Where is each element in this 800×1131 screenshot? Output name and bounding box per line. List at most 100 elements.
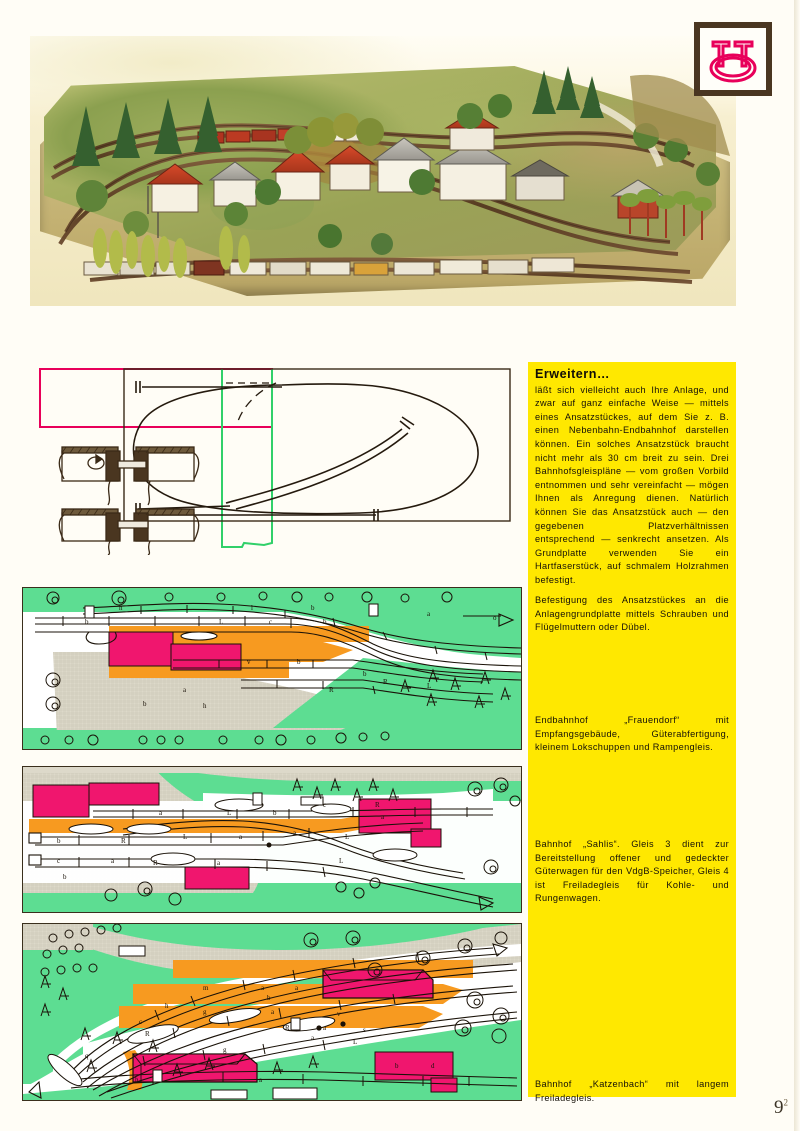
ansatzstueck-outline (221, 369, 273, 548)
svg-text:a: a (159, 809, 163, 817)
tt-logo-mark (709, 40, 757, 83)
svg-text:a: a (239, 833, 243, 841)
svg-text:a: a (183, 686, 187, 694)
svg-text:a: a (111, 857, 115, 865)
svg-text:a: a (381, 813, 385, 821)
svg-text:g: g (223, 1046, 227, 1054)
vegetation-symbols (104, 777, 521, 906)
svg-text:s: s (363, 1026, 366, 1034)
svg-text:R: R (375, 801, 380, 809)
svg-text:o: o (493, 614, 497, 622)
svg-text:L: L (183, 833, 187, 841)
oval-main-line (132, 383, 479, 515)
building-reception (108, 631, 174, 667)
vegetation-symbols (40, 590, 511, 746)
baseboard-outline (123, 368, 511, 522)
svg-text:v: v (247, 658, 251, 666)
sidebar-block-intro: Erweitern… läßt sich vielleicht auch Ihr… (535, 367, 729, 588)
sidebar-block-katzenbach: Bahnhof „Katzenbach“ mit langem Freilade… (535, 1078, 729, 1105)
svg-text:a: a (323, 1024, 327, 1032)
building-main (132, 1053, 258, 1083)
page-number-value: 9 (774, 1097, 784, 1118)
page-number-sup: 2 (783, 1097, 789, 1108)
building-c (184, 866, 250, 890)
svg-text:c: c (269, 618, 272, 626)
svg-text:b: b (85, 618, 89, 626)
svg-text:b: b (311, 604, 315, 612)
page-number: 92 (774, 1097, 788, 1119)
track-lines (35, 602, 521, 703)
svg-text:b: b (63, 873, 67, 881)
svg-text:h: h (135, 1076, 139, 1084)
svg-text:L: L (427, 682, 431, 690)
sidebar-text-katzenbach: Bahnhof „Katzenbach“ mit langem Freilade… (535, 1079, 729, 1103)
svg-text:R: R (383, 678, 388, 686)
building-b (88, 782, 160, 806)
svg-text:L: L (345, 833, 349, 841)
svg-text:c: c (323, 801, 326, 809)
tt-gauge-logo (694, 22, 772, 96)
sidebar-block-befestigung: Befestigung des Ansatzstückes an die Anl… (535, 594, 729, 635)
building-goods (170, 643, 242, 671)
svg-text:h: h (119, 604, 123, 612)
svg-text:R: R (153, 859, 158, 867)
svg-text:a: a (295, 984, 299, 992)
svg-text:q: q (85, 1052, 89, 1060)
building-a (32, 784, 90, 818)
sidebar-block-frauendorf: Endbahnhof „Frauendorf“ mit Empfangsgebä… (535, 714, 729, 755)
sidebar-yellow-panel: Erweitern… läßt sich vielleicht auch Ihr… (528, 362, 736, 1103)
svg-text:b: b (273, 809, 277, 817)
svg-text:h: h (165, 1002, 169, 1010)
svg-text:b: b (363, 670, 367, 678)
svg-text:b: b (267, 994, 271, 1002)
svg-text:L: L (353, 1038, 357, 1046)
existing-layout-outline (39, 368, 273, 428)
svg-text:l: l (251, 604, 253, 612)
svg-text:R: R (121, 837, 126, 845)
svg-text:b: b (395, 1062, 399, 1070)
svg-text:a: a (271, 1008, 275, 1016)
svg-text:a: a (427, 610, 431, 618)
platform-orange (109, 626, 369, 642)
svg-text:a: a (259, 1076, 263, 1084)
svg-text:a: a (217, 859, 221, 867)
svg-text:L: L (219, 618, 223, 626)
svg-text:L: L (339, 857, 343, 865)
sidebar-text-sahlis: Bahnhof „Sahlis“. Gleis 3 dient zur Bere… (535, 839, 729, 904)
photo-scenery-detail (50, 66, 730, 284)
svg-text:a: a (261, 984, 265, 992)
svg-text:v: v (337, 1010, 341, 1018)
layout-photograph (30, 36, 736, 306)
svg-text:b: b (57, 837, 61, 845)
vegetation-symbols (40, 924, 510, 1077)
svg-text:L: L (227, 809, 231, 817)
svg-text:a: a (311, 1034, 315, 1042)
sidebar-heading-erweitern: Erweitern… (535, 367, 610, 381)
svg-text:m: m (203, 984, 209, 992)
svg-text:c: c (139, 1018, 142, 1026)
buffer-stops (135, 381, 415, 521)
sidebar-text-intro: läßt sich vielleicht auch Ihre Anlage, u… (535, 384, 729, 585)
svg-text:b: b (297, 658, 301, 666)
sidebar-text-frauendorf: Endbahnhof „Frauendorf“ mit Empfangsgebä… (535, 715, 729, 753)
svg-text:R: R (285, 1024, 290, 1032)
sidebar-text-befestigung: Befestigung des Ansatzstückes an die Anl… (535, 595, 729, 633)
svg-text:a: a (293, 829, 297, 837)
svg-text:R: R (145, 1030, 150, 1038)
svg-text:b: b (143, 700, 147, 708)
svg-text:d: d (431, 1062, 435, 1070)
technical-diagrams (30, 363, 520, 555)
page-edge-shadow (794, 0, 800, 1131)
svg-text:b: b (323, 618, 327, 626)
svg-text:c: c (57, 857, 60, 865)
svg-text:R: R (329, 686, 334, 694)
svg-text:h: h (203, 702, 207, 710)
sidebar-block-sahlis: Bahnhof „Sahlis“. Gleis 3 dient zur Bere… (535, 838, 729, 906)
